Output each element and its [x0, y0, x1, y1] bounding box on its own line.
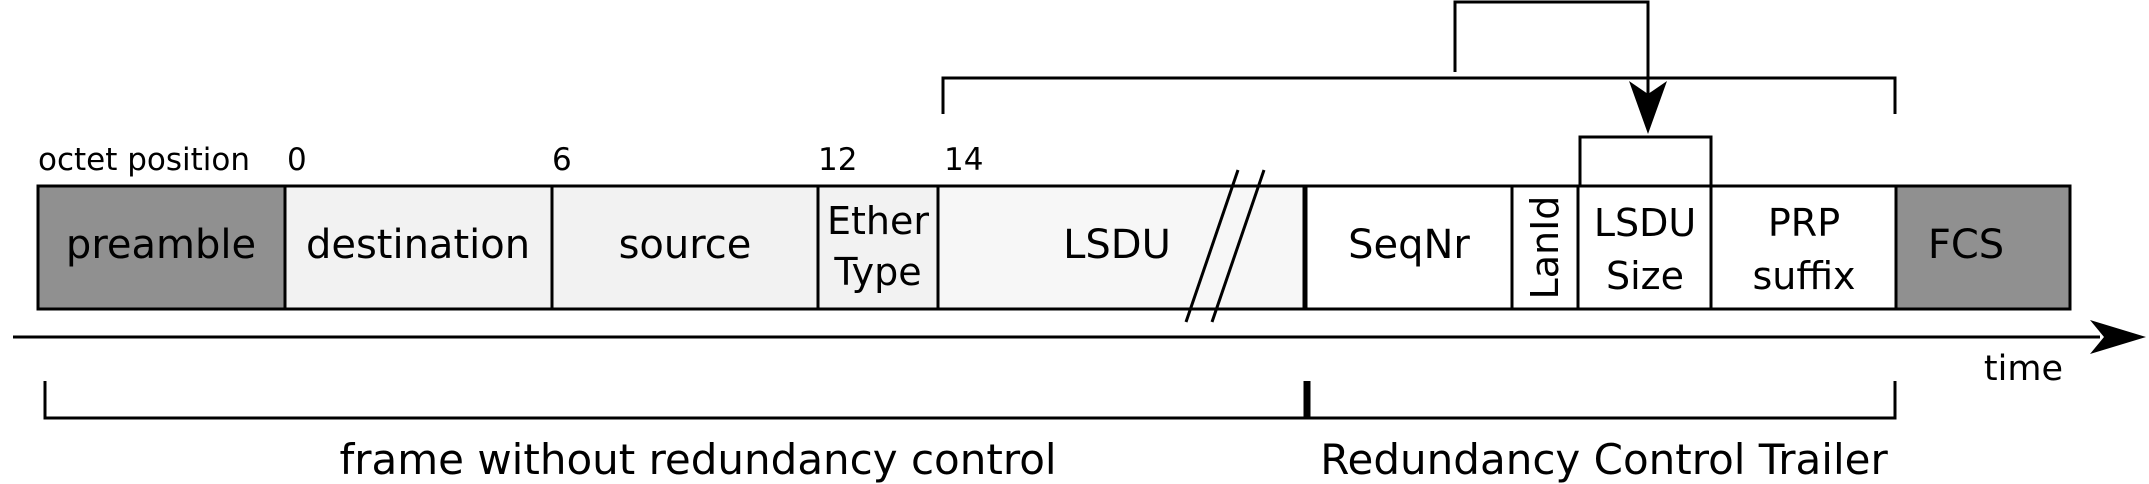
time-axis-arrowhead	[2090, 320, 2146, 354]
prp-suffix-label-line2: suffix	[1752, 254, 1855, 298]
rct-label: Redundancy Control Trailer	[1320, 435, 1888, 484]
seqnr-label: SeqNr	[1348, 222, 1470, 268]
octet-position-14: 14	[944, 142, 983, 178]
octet-position-title: octet position	[38, 142, 250, 178]
time-axis-label: time	[1984, 349, 2063, 389]
lsdu-label: LSDU	[1063, 222, 1171, 268]
size-arrowhead	[1629, 81, 1667, 134]
destination-label: destination	[306, 222, 530, 268]
lanid-label: LanId	[1523, 196, 1567, 300]
ethertype-label-line1: Ether	[827, 199, 929, 243]
size-feedback-line	[1453, 0, 1650, 100]
source-field	[550, 184, 820, 311]
lanid-field	[1510, 184, 1580, 311]
octet-position-0: 0	[287, 142, 307, 178]
preamble-label: preamble	[66, 222, 256, 268]
fcs-field	[1894, 184, 2072, 311]
preamble-field	[36, 184, 287, 311]
rct-bracket	[1306, 381, 1897, 420]
octet-position-12: 12	[818, 142, 857, 178]
prp-suffix-field	[1709, 184, 1898, 311]
prp-suffix-label-line1: PRP	[1768, 201, 1840, 245]
lsdu-field	[936, 184, 1306, 311]
octet-position-6: 6	[552, 142, 572, 178]
lsdu-size-label-line2: Size	[1606, 254, 1684, 298]
frame-without-rc-label: frame without redundancy control	[339, 435, 1056, 484]
lsdu-break-line-right	[1210, 169, 1266, 323]
seqnr-field	[1304, 184, 1514, 311]
ethertype-label-line2: Type	[833, 250, 921, 294]
lsdu-size-bracket	[1578, 135, 1713, 186]
frame-without-rc-bracket	[43, 381, 1307, 420]
lsdu-size-label-line1: LSDU	[1594, 201, 1696, 245]
destination-field	[283, 184, 554, 311]
lsdu-size-field	[1576, 184, 1713, 311]
lsdu-break-line-left	[1184, 169, 1240, 323]
fcs-label: FCS	[1928, 222, 2004, 268]
top-bracket	[941, 76, 1897, 114]
source-label: source	[619, 222, 752, 268]
